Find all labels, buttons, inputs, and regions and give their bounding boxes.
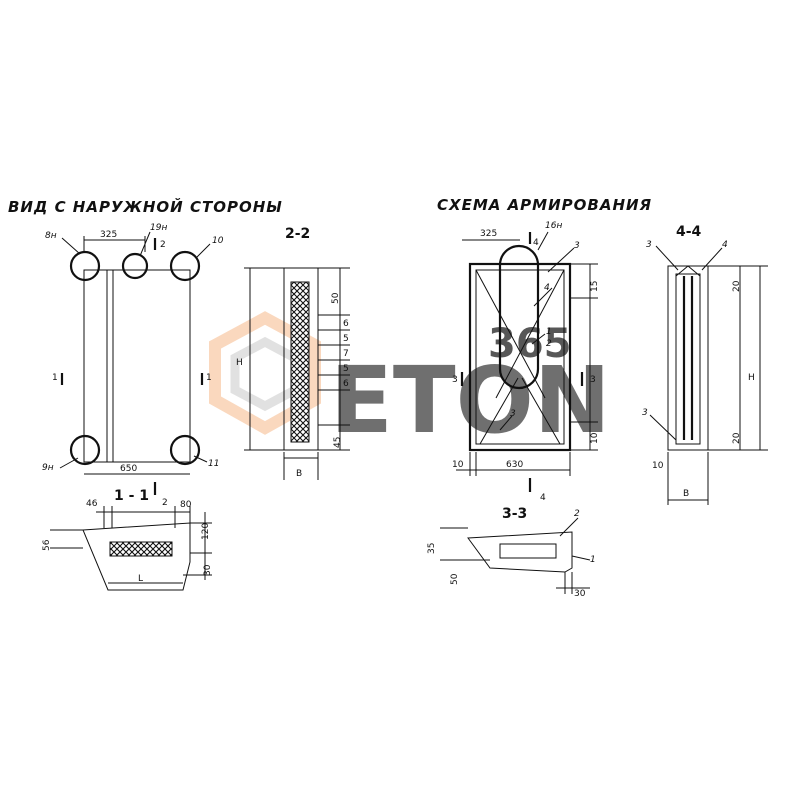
section-4-4-callout-1: 3 <box>646 240 652 250</box>
reinforcement-cut-mark-right: 3 <box>590 375 596 385</box>
section-2-2-dim-7: 45 <box>333 437 343 448</box>
section-2-2-dim-5: 5 <box>343 364 349 374</box>
lifting-loop-top-right <box>169 250 201 282</box>
front-cut-mark-left: 1 <box>52 373 58 383</box>
front-cut-mark-top: 2 <box>160 240 166 250</box>
front-dim-top: 325 <box>100 230 117 240</box>
section-1-1: 1 - 1 46 80 120 56 30 L <box>42 488 213 591</box>
section-3-3: 3-3 2 1 35 50 30 <box>427 506 596 599</box>
reinforcement-dim-bottom: 630 <box>506 460 523 470</box>
front-dim-bottom: 650 <box>120 464 137 474</box>
reinforcement-callout-4: 1 <box>546 327 552 337</box>
section-3-3-dim-2: 50 <box>450 573 460 585</box>
section-3-3-callout-2: 1 <box>590 555 596 565</box>
section-3-3-opening <box>499 543 557 559</box>
section-2-2-width: B <box>296 469 302 479</box>
section-2-2: 2-2 H B 50 6 5 7 5 6 45 <box>236 226 350 480</box>
section-2-2-height: H <box>236 358 243 368</box>
section-2-2-hatch <box>290 281 310 443</box>
section-4-4-width: B <box>683 489 689 499</box>
section-1-1-dim-1: 46 <box>86 499 98 509</box>
section-3-3-dim-3: 30 <box>574 589 586 599</box>
front-callout-2: 19н <box>150 223 167 233</box>
section-4-4-height: H <box>748 373 755 383</box>
front-panel-outline <box>83 269 191 463</box>
reinforcement-dim-right-1: 15 <box>590 281 600 292</box>
section-4-4-dim-2: 20 <box>732 432 742 444</box>
reinforcement-outline-inner <box>475 269 565 445</box>
section-2-2-title: 2-2 <box>285 226 310 242</box>
section-4-4-callout-3: 3 <box>642 408 648 418</box>
reinforcement-scheme: 325 630 10 15 10 16н 3 4 1 2 3 3 3 4 <box>452 221 600 503</box>
section-1-1-title: 1 - 1 <box>114 488 149 504</box>
section-4-4-dim-3: 10 <box>652 461 664 471</box>
section-2-2-dim-3: 5 <box>343 334 349 344</box>
section-1-1-outline <box>82 522 191 591</box>
section-3-3-title: 3-3 <box>502 506 527 522</box>
section-4-4-title: 4-4 <box>676 224 702 240</box>
reinforcement-callout-6: 3 <box>510 409 516 419</box>
reinforcement-cut-mark-bottom: 4 <box>540 493 546 503</box>
reinforcement-cut-mark-left: 3 <box>452 375 458 385</box>
reinforcement-callout-5: 2 <box>546 339 552 349</box>
reinforcement-callout-2: 3 <box>574 241 580 251</box>
front-view: 325 650 8н 19н 10 9н 11 1 1 2 2 <box>42 223 224 508</box>
reinforcement-callout-1: 16н <box>545 221 562 231</box>
section-1-1-dim-5: 30 <box>203 564 213 576</box>
section-1-1-length: L <box>138 574 143 584</box>
lifting-loop-bottom-right <box>169 434 201 466</box>
section-2-2-dim-2: 6 <box>343 319 349 329</box>
lifting-loop-bottom-left <box>69 434 101 466</box>
title-reinforcement: СХЕМА АРМИРОВАНИЯ <box>437 196 652 214</box>
front-callout-5: 11 <box>208 459 219 469</box>
section-2-2-dim-1: 50 <box>331 292 341 304</box>
lifting-loop-top-left <box>69 250 101 282</box>
section-3-3-outline <box>467 531 573 573</box>
front-cut-mark-bottom: 2 <box>162 498 168 508</box>
reinforcement-dim-top: 325 <box>480 229 497 239</box>
section-3-3-callout-1: 2 <box>574 509 580 519</box>
section-1-1-dim-4: 56 <box>42 539 52 551</box>
reinforcement-callout-3: 4 <box>544 283 550 293</box>
section-2-2-dim-4: 7 <box>343 349 349 359</box>
section-1-1-hatch <box>109 541 173 557</box>
reinforcement-outline-outer <box>468 262 572 452</box>
reinforcement-dim-right-2: 10 <box>590 432 600 444</box>
front-callout-1: 8н <box>45 231 57 241</box>
title-outside-view: ВИД С НАРУЖНОЙ СТОРОНЫ <box>8 197 283 216</box>
reinforcement-lifting-loop <box>498 244 540 390</box>
section-1-1-dim-2: 80 <box>180 500 192 510</box>
section-4-4: 4-4 3 4 3 H 20 20 B 10 <box>642 224 768 505</box>
front-cut-mark-right: 1 <box>206 373 212 383</box>
section-3-3-dim-1: 35 <box>427 543 437 554</box>
front-callout-3: 10 <box>212 236 224 246</box>
reinforcement-cut-mark-top: 4 <box>533 238 539 248</box>
section-4-4-dim-1: 20 <box>732 280 742 292</box>
section-2-2-dim-6: 6 <box>343 379 349 389</box>
reinforcement-dim-left: 10 <box>452 460 464 470</box>
front-callout-4: 9н <box>42 463 54 473</box>
section-4-4-callout-2: 4 <box>722 240 728 250</box>
watermark-number-text: 365 <box>488 321 572 367</box>
lifting-loop-top-middle <box>121 252 149 280</box>
section-1-1-dim-3: 120 <box>201 523 211 540</box>
